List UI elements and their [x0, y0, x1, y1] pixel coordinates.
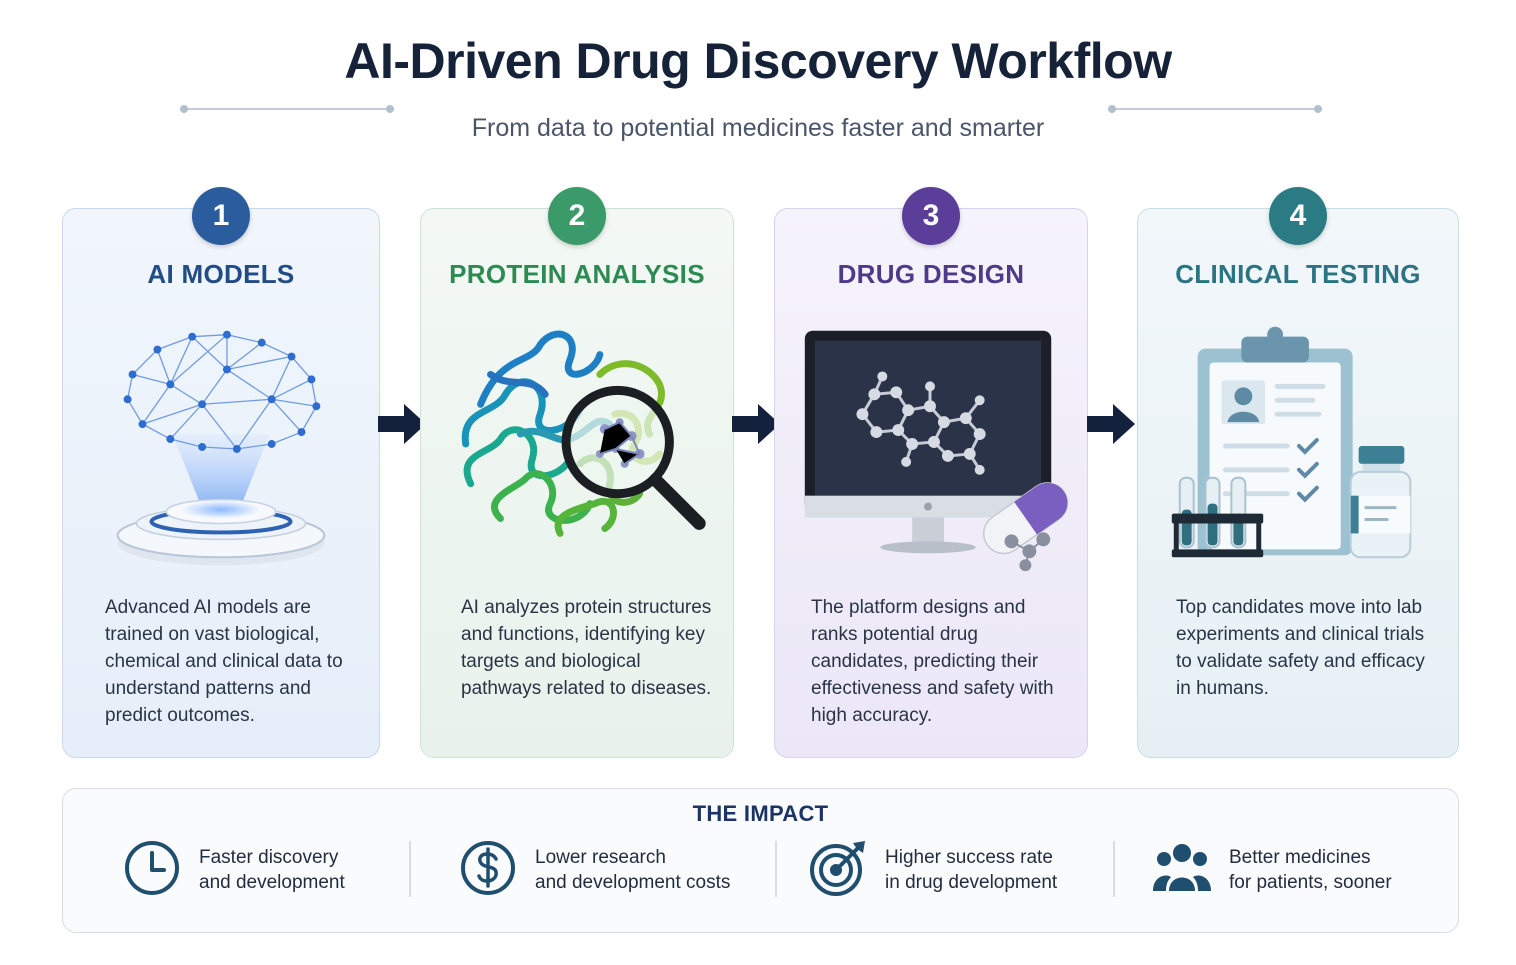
step-card-drug-design: 3 DRUG DESIGN The platform designs a	[774, 187, 1088, 758]
impact-text: Higher success rate in drug development	[885, 847, 1058, 893]
arrow-right-icon	[378, 404, 426, 444]
target-icon	[810, 841, 865, 896]
page-subtitle: From data to potential medicines faster …	[471, 114, 1045, 142]
step-description: Advanced AI models are trained on vast b…	[105, 597, 343, 726]
step-card-clinical-testing: 4 CLINICAL TESTING	[1137, 187, 1459, 758]
impact-text: Better medicines for patients, sooner	[1229, 847, 1392, 893]
step-number-badge: 1	[192, 187, 250, 245]
impact-text: Faster discovery and development	[199, 847, 345, 893]
title-rule-left	[180, 105, 394, 113]
step-description: AI analyzes protein structures and funct…	[461, 597, 712, 699]
impact-divider	[1113, 841, 1115, 897]
dollar-icon	[461, 841, 515, 895]
protein-magnifier-icon	[461, 330, 706, 537]
clock-icon	[125, 841, 179, 895]
page-title: AI-Driven Drug Discovery Workflow	[344, 33, 1172, 89]
impact-title: THE IMPACT	[692, 801, 829, 826]
title-rule-right	[1108, 105, 1322, 113]
step-number-badge: 2	[548, 187, 606, 245]
step-description: The platform designs and ranks potential…	[811, 597, 1054, 726]
neural-brain-hologram-icon	[116, 330, 326, 566]
step-card-protein-analysis: 2 PROTEIN ANALYSIS AI analyzes protein s…	[420, 187, 734, 758]
impact-divider	[409, 841, 411, 897]
step-title: CLINICAL TESTING	[1175, 259, 1421, 289]
clipboard-testtubes-vial-icon	[1171, 326, 1412, 559]
step-title: DRUG DESIGN	[837, 259, 1025, 289]
step-description: Top candidates move into lab experiments…	[1176, 597, 1425, 699]
step-number-badge: 4	[1269, 187, 1327, 245]
arrow-right-icon	[732, 404, 780, 444]
arrow-right-icon	[1087, 404, 1135, 444]
step-title: AI MODELS	[147, 259, 295, 289]
monitor-molecule-capsule-icon	[804, 330, 1069, 572]
impact-panel: THE IMPACT Faster discovery and developm…	[62, 788, 1459, 933]
impact-divider	[775, 841, 777, 897]
step-title: PROTEIN ANALYSIS	[449, 259, 705, 289]
impact-text: Lower research and development costs	[535, 847, 731, 893]
people-icon	[1153, 844, 1211, 891]
step-number-badge: 3	[902, 187, 960, 245]
step-card-ai-models: 1 AI MODELS	[62, 187, 380, 758]
